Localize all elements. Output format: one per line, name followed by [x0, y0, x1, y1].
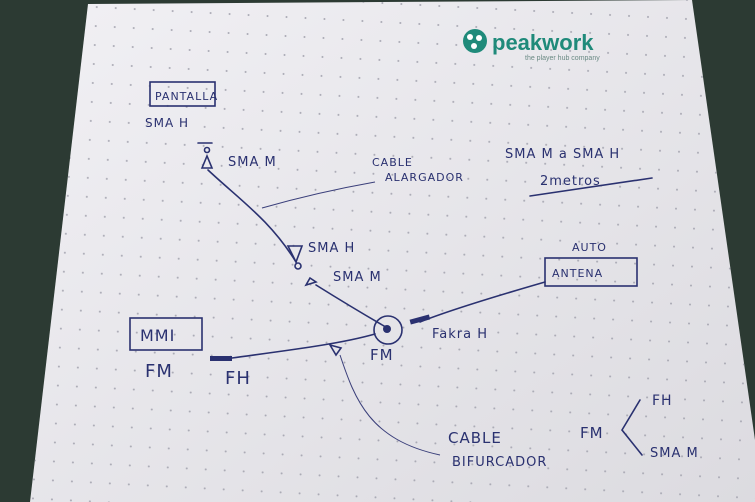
cable-alargador-pointer	[261, 181, 376, 209]
connector-m-icon	[200, 153, 214, 169]
sma-h-mid-label: SMA H	[308, 241, 355, 256]
antena-label: ANTENA	[552, 267, 603, 280]
spec-underline	[529, 177, 653, 197]
logo-mark-icon	[463, 29, 487, 53]
bifurcador-label-2: BIFURCADOR	[452, 455, 547, 470]
cable-label-1: CABLE	[372, 156, 413, 169]
connector-icon	[203, 146, 211, 154]
spec-label-2: 2metros	[540, 174, 601, 189]
fh-left-label: FH	[225, 368, 251, 389]
connector-h-icon	[286, 245, 304, 264]
cable-alargador-line	[207, 169, 297, 263]
logo-text: peakwork	[492, 30, 594, 55]
pantalla-box	[149, 81, 216, 107]
dot-grid	[30, 0, 755, 502]
split-fh-label: FH	[652, 393, 673, 409]
logo-tagline: the player hub company	[525, 55, 600, 62]
fm-left-label: FM	[145, 361, 173, 382]
cable-label-2: ALARGADOR	[385, 171, 464, 184]
pointer-arrow-icon	[328, 343, 343, 357]
connector-icon	[294, 262, 302, 270]
fm-hub-icon	[373, 315, 403, 345]
spec-label-1: SMA M a SMA H	[505, 147, 620, 162]
fm-plug-icon	[210, 356, 232, 361]
mmi-label: MMI	[140, 326, 175, 345]
fm-split-label: FM	[580, 424, 604, 442]
fakra-label: Fakra H	[432, 327, 488, 342]
mmi-box	[129, 317, 203, 351]
fakra-plug-icon	[409, 314, 431, 325]
antena-box	[544, 257, 638, 287]
pantalla-label: PANTALLA	[155, 90, 218, 103]
fm-center-label: FM	[370, 346, 394, 364]
bifurcador-label-1: CABLE	[448, 429, 502, 447]
sma-m-top-label: SMA M	[228, 155, 277, 170]
connector-m-icon	[304, 276, 318, 287]
sma-h-top-label: SMA H	[145, 116, 189, 130]
split-brace	[621, 399, 643, 456]
peakwork-logo: peakwork the player hub company	[463, 29, 600, 62]
bifurcador-pointer	[339, 354, 441, 456]
split-sma-label: SMA M	[650, 446, 699, 461]
sma-m-mid-label: SMA M	[333, 270, 382, 285]
auto-label: AUTO	[572, 241, 607, 254]
